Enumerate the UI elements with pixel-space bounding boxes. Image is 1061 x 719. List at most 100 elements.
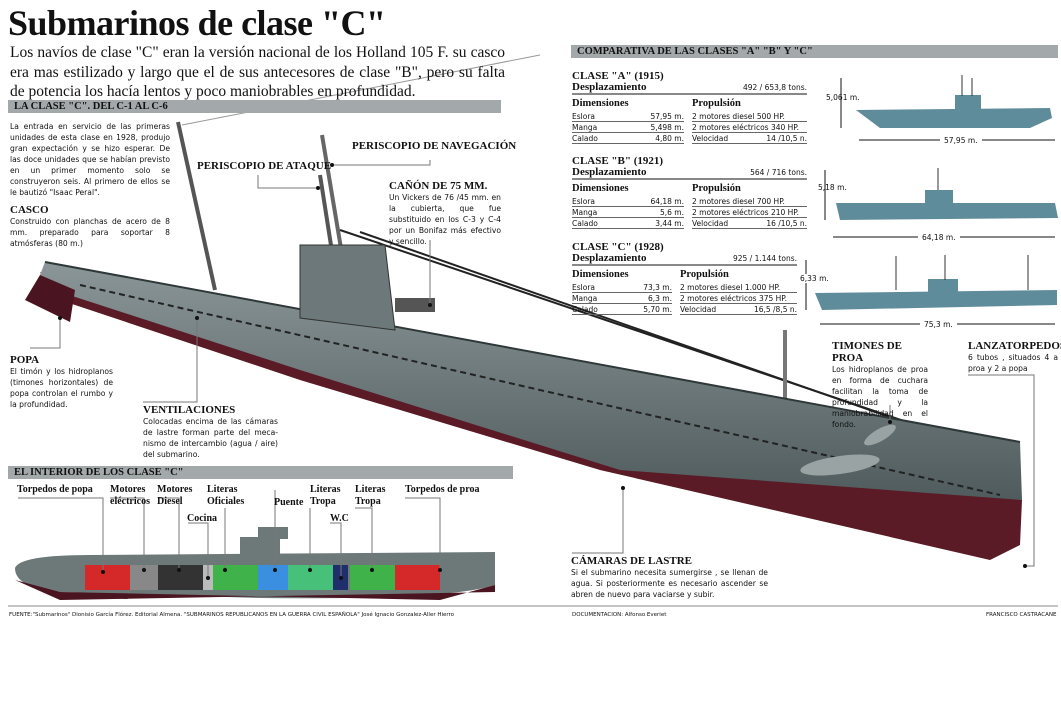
interior-label: W.C [330, 513, 349, 524]
footer-documentation: DOCUMENTACION: Alfonso Everiet [572, 612, 667, 618]
dimension-name: Manga [572, 208, 598, 217]
dimension-name: Calado [572, 134, 598, 143]
callout-ventilaciones: VENTILACIONES Colocadas encima de las cá… [143, 404, 278, 460]
class-c-silhouette [815, 255, 1057, 310]
class-a-height: 5,061 m. [826, 93, 860, 102]
propulsion-row: Velocidad 16,5 /8,5 n. [680, 304, 797, 315]
interior-label: Cocina [187, 513, 217, 524]
dimension-row: Calado 5,70 m. [572, 304, 672, 315]
footer-source: FUENTE:"Submarinos" Dionisio García Flór… [9, 612, 455, 618]
propulsion-item: Velocidad [692, 219, 729, 228]
interior-label: Literas Oficiales [207, 484, 245, 507]
callout-lanzatorpedos: LANZATORPEDOS 6 tubos , situados 4 a pro… [968, 340, 1061, 374]
propulsion-value: 16,5 /8,5 n. [753, 305, 797, 314]
dimension-row: Manga 5,498 m. [572, 122, 684, 133]
propulsion-item: 2 motores diesel 1.000 HP. [680, 283, 781, 292]
callout-casco: CASCO Construido con planchas de acero d… [10, 204, 170, 249]
displacement-value: 564 / 716 tons. [750, 168, 807, 177]
propulsion-item: Velocidad [680, 305, 717, 314]
callout-title: CÁMARAS DE LASTRE [571, 555, 693, 567]
dimension-name: Eslora [572, 283, 595, 292]
displacement-label: Desplazamiento [572, 81, 647, 93]
callout-title: VENTILACIONES [143, 404, 236, 416]
displacement-label: Desplazamiento [572, 252, 647, 264]
callout-title: TIMONES DE PROA [832, 340, 902, 364]
propulsion-label: Propulsión [680, 269, 729, 280]
class-title: CLASE "C" (1928) [572, 241, 664, 253]
class-table: CLASE "C" (1928) Desplazamiento 925 / 1.1… [572, 241, 797, 315]
callout-text: Colocadas encima de las cámaras de lastr… [143, 417, 278, 459]
propulsion-row: 2 motores eléctricos 210 HP. [692, 207, 807, 218]
dimension-row: Manga 6,3 m. [572, 293, 672, 304]
dimensions-label: Dimensiones [572, 183, 629, 194]
propulsion-row: 2 motores diesel 700 HP. [692, 196, 807, 207]
intro-text: Los navíos de clase "C" eran la versión … [10, 44, 505, 100]
callout-title: POPA [10, 354, 40, 366]
callout-timones: TIMONES DE PROA Los hidroplanos de proa … [832, 340, 928, 430]
interior-label: Literas Tropa [310, 484, 341, 507]
propulsion-item: 2 motores eléctricos 375 HP. [680, 294, 788, 303]
main-text: La entrada en servicio de las primeras u… [10, 122, 170, 197]
dimension-name: Manga [572, 294, 598, 303]
dimensions-label: Dimensiones [572, 269, 629, 280]
hull-gray [40, 262, 1022, 500]
dimension-row: Eslora 73,3 m. [572, 282, 672, 293]
footer-author: FRANCISCO CASTRACANE [986, 612, 1057, 618]
interior-label: Literas Tropa [355, 484, 386, 507]
callout-text: 6 tubos , situados 4 a proa y 2 a popa [968, 353, 1058, 373]
propulsion-item: 2 motores diesel 700 HP. [692, 197, 785, 206]
propulsion-label: Propulsión [692, 98, 741, 109]
dimension-name: Calado [572, 219, 598, 228]
bow-hydroplane [800, 454, 880, 476]
dimension-row: Calado 3,44 m. [572, 218, 684, 229]
propulsion-item: 2 motores eléctricos 210 HP. [692, 208, 800, 217]
dimension-value: 73,3 m. [643, 283, 672, 292]
deck-gun [395, 298, 435, 312]
propulsion-label: Propulsión [692, 183, 741, 194]
dimension-value: 5,498 m. [650, 123, 684, 132]
conning-tower [299, 244, 396, 331]
callout-title: LANZATORPEDOS [968, 340, 1061, 352]
displacement-value: 925 / 1.144 tons. [732, 254, 797, 263]
class-b-silhouette [836, 168, 1058, 220]
dimension-value: 6,3 m. [647, 294, 672, 303]
section-header-comparison: COMPARATIVA DE LAS CLASES "A" "B" Y "C" [571, 45, 1058, 58]
displacement-value: 492 / 653,8 tons. [742, 83, 807, 92]
callout-camaras: CÁMARAS DE LASTRE Si el submarino necesi… [571, 555, 768, 600]
callout-text: Si el submarino necesita sumergirse , se… [571, 568, 768, 599]
callout-text: Un Vickers de 76 /45 mm. en la cubierta,… [389, 193, 501, 246]
propulsion-row: 2 motores eléctricos 375 HP. [680, 293, 797, 304]
dimension-name: Calado [572, 305, 598, 314]
propulsion-item: 2 motores eléctricos 340 HP. [692, 123, 800, 132]
callout-title: CASCO [10, 204, 49, 216]
dimension-value: 5,70 m. [643, 305, 672, 314]
displacement-label: Desplazamiento [572, 166, 647, 178]
propulsion-row: 2 motores diesel 1.000 HP. [680, 282, 797, 293]
interior-label: Torpedos de proa [405, 484, 480, 495]
interior-label: Motores Diesel [157, 484, 193, 507]
callout-text: Los hidroplanos de proa en forma de cuch… [832, 365, 928, 429]
callout-canon: CAÑÓN DE 75 MM. Un Vickers de 76 /45 mm.… [389, 180, 501, 247]
dimension-name: Manga [572, 123, 598, 132]
interior-label: Torpedos de popa [17, 484, 93, 495]
interior-label: Puente [274, 497, 304, 508]
callout-title: CAÑÓN DE 75 MM. [389, 180, 488, 192]
page-title: Submarinos de clase "C" [8, 3, 386, 43]
interior-cutaway [15, 527, 495, 600]
dimensions-label: Dimensiones [572, 98, 629, 109]
propulsion-row: 2 motores eléctricos 340 HP. [692, 122, 807, 133]
class-table: CLASE "A" (1915) Desplazamiento 492 / 653… [572, 70, 807, 144]
class-b-length: 64,18 m. [918, 233, 960, 242]
dimension-name: Eslora [572, 197, 595, 206]
class-a-length: 57,95 m. [940, 136, 982, 145]
class-title: CLASE "A" (1915) [572, 70, 664, 82]
dimension-value: 3,44 m. [655, 219, 684, 228]
callout-popa: POPA El timón y los hidroplanos (timones… [10, 354, 113, 410]
